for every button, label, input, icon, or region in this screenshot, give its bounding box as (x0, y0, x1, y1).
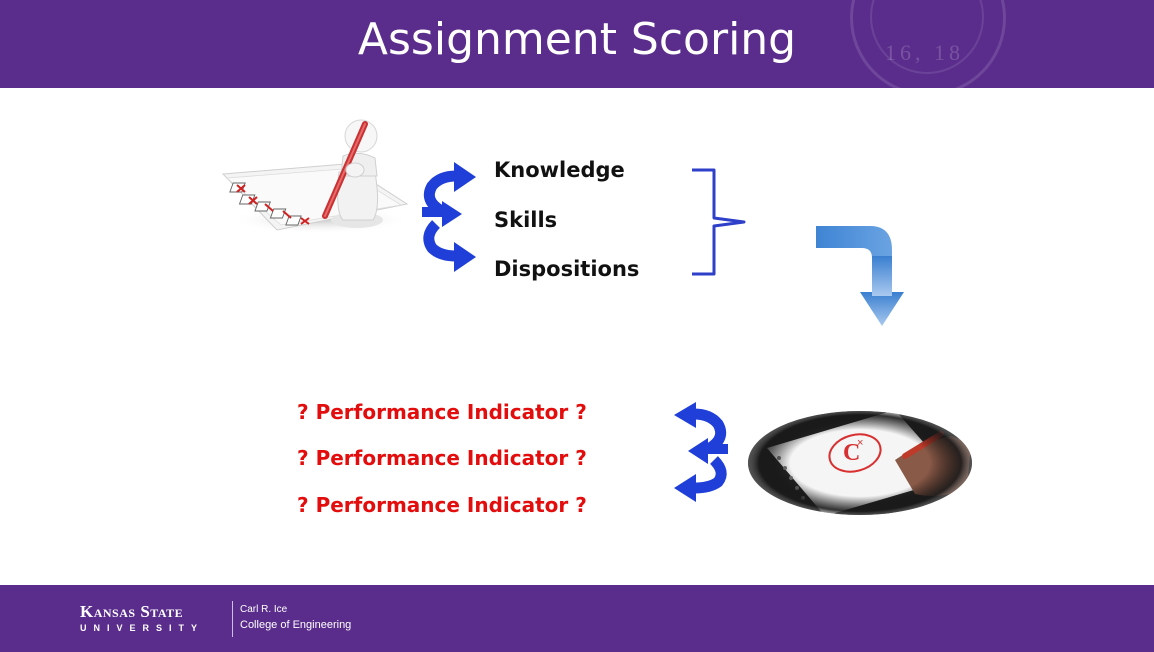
seal-text: 16, 18 (885, 40, 964, 65)
title-bar: 16, 18 Assignment Scoring (0, 0, 1154, 88)
college-name-line2: College of Engineering (240, 619, 352, 631)
slide-title: Assignment Scoring (357, 14, 797, 65)
logo-divider (232, 601, 233, 637)
person-checklist-icon (221, 119, 410, 234)
graded-paper-icon: C × (748, 411, 972, 515)
cycle-arrows-bottom-icon (674, 402, 728, 502)
attribute-knowledge: Knowledge (494, 158, 625, 182)
attribute-skills: Skills (494, 208, 558, 232)
performance-indicator-3: ? Performance Indicator ? (297, 493, 587, 517)
performance-indicator-2: ? Performance Indicator ? (297, 446, 587, 470)
cycle-arrows-top-icon (422, 162, 476, 272)
performance-indicator-1: ? Performance Indicator ? (297, 400, 587, 424)
footer-bar: Kansas State UNIVERSITY Carl R. Ice Coll… (0, 585, 1154, 652)
university-logo-sub: UNIVERSITY (80, 623, 205, 633)
bracket-icon (692, 168, 746, 276)
attribute-dispositions: Dispositions (494, 257, 640, 281)
college-name-line1: Carl R. Ice (240, 604, 288, 615)
university-logo-main: Kansas State (80, 602, 184, 621)
turn-down-arrow-icon (816, 226, 904, 326)
